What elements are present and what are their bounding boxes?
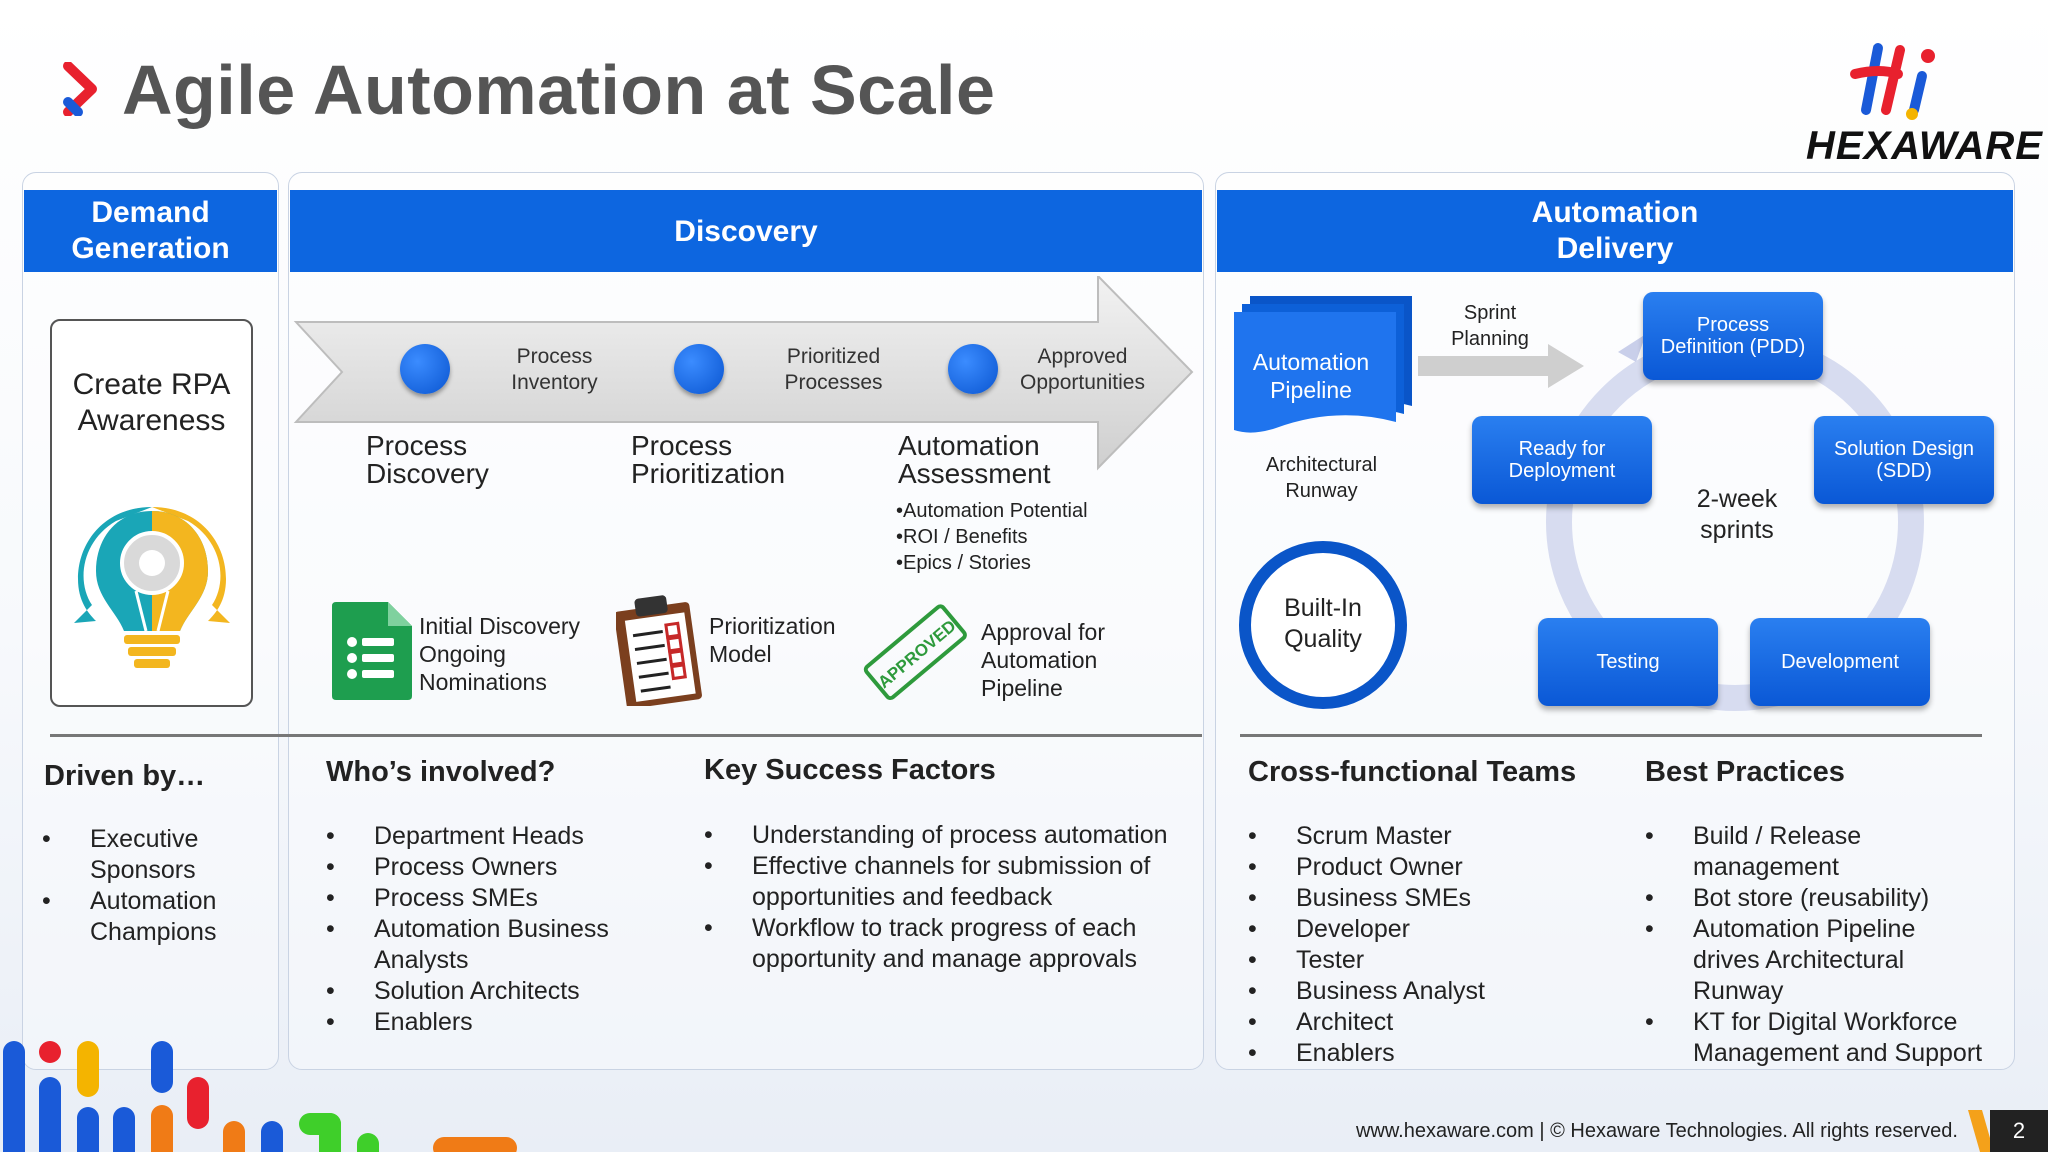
list-item: Scrum Master	[1248, 821, 1578, 852]
automation-pipeline-stack-icon	[1234, 296, 1412, 433]
list-item: Tester	[1248, 945, 1578, 976]
list-item: Understanding of process automation	[704, 820, 1184, 851]
page-number-accent	[1968, 1110, 1994, 1152]
list-item: Product Owner	[1248, 852, 1578, 883]
list-item: Process SMEs	[326, 883, 666, 914]
list-item: Solution Architects	[326, 976, 666, 1007]
solution-design-step: Solution Design(SDD)	[1814, 416, 1994, 504]
whos-involved-list: Department Heads Process Owners Process …	[326, 821, 666, 1038]
list-item: Enablers	[1248, 1038, 1578, 1069]
chevron-right-icon	[63, 62, 97, 116]
discovery-header: Discovery	[290, 190, 1202, 272]
key-success-factors-list: Understanding of process automation Effe…	[704, 820, 1184, 975]
cross-functional-teams-heading: Cross-functional Teams	[1248, 756, 1577, 788]
page-title: Agile Automation at Scale	[122, 51, 996, 129]
list-item: Business SMEs	[1248, 883, 1578, 914]
footer-copyright: www.hexaware.com | © Hexaware Technologi…	[1355, 1120, 1958, 1142]
page-number: 2	[1990, 1110, 2048, 1152]
approved-stamp-icon: APPROVED	[863, 604, 967, 701]
sprint-planning-arrow	[1418, 344, 1584, 388]
development-step: Development	[1750, 618, 1930, 706]
list-item: Developer	[1248, 914, 1578, 945]
best-practices-heading: Best Practices	[1645, 756, 1845, 788]
cross-functional-teams-list: Scrum Master Product Owner Business SMEs…	[1248, 821, 1578, 1069]
divider-right	[1240, 734, 1982, 737]
list-item: Department Heads	[326, 821, 666, 852]
testing-step: Testing	[1538, 618, 1718, 706]
key-success-factors-heading: Key Success Factors	[704, 754, 996, 786]
list-item: Effective channels for submission ofoppo…	[704, 851, 1184, 913]
list-item: Architect	[1248, 1007, 1578, 1038]
built-in-quality-ring	[1239, 541, 1407, 709]
assessment-bullets: •Automation Potential •ROI / Benefits •E…	[896, 500, 1088, 574]
whos-involved-heading: Who’s involved?	[326, 756, 556, 788]
list-item: Enablers	[326, 1007, 666, 1038]
driven-by-heading: Driven by…	[44, 760, 206, 792]
sheets-form-icon	[332, 602, 412, 700]
list-item: Bot store (reusability)	[1645, 883, 2005, 914]
flow-dot-inventory	[400, 344, 450, 394]
list-item: Workflow to track progress of eachopport…	[704, 913, 1184, 975]
decorative-color-bars	[3, 1041, 517, 1152]
hi-logo-icon	[1850, 43, 1935, 120]
hexaware-logo: HEXAWARE	[1800, 40, 2042, 170]
lightbulb-heads-icon	[74, 507, 230, 668]
list-item: Business Analyst	[1248, 976, 1578, 1007]
divider-left	[50, 734, 1202, 737]
clipboard-checklist-icon	[616, 595, 702, 706]
discovery-flow-arrow	[293, 276, 1194, 471]
flow-dot-prioritized	[674, 344, 724, 394]
list-item-continuation: Analysts	[374, 946, 469, 974]
logo-wordmark: HEXAWARE	[1806, 124, 2043, 168]
list-item: Automation Business	[326, 914, 666, 945]
flow-dot-approved	[948, 344, 998, 394]
list-item: Process Owners	[326, 852, 666, 883]
